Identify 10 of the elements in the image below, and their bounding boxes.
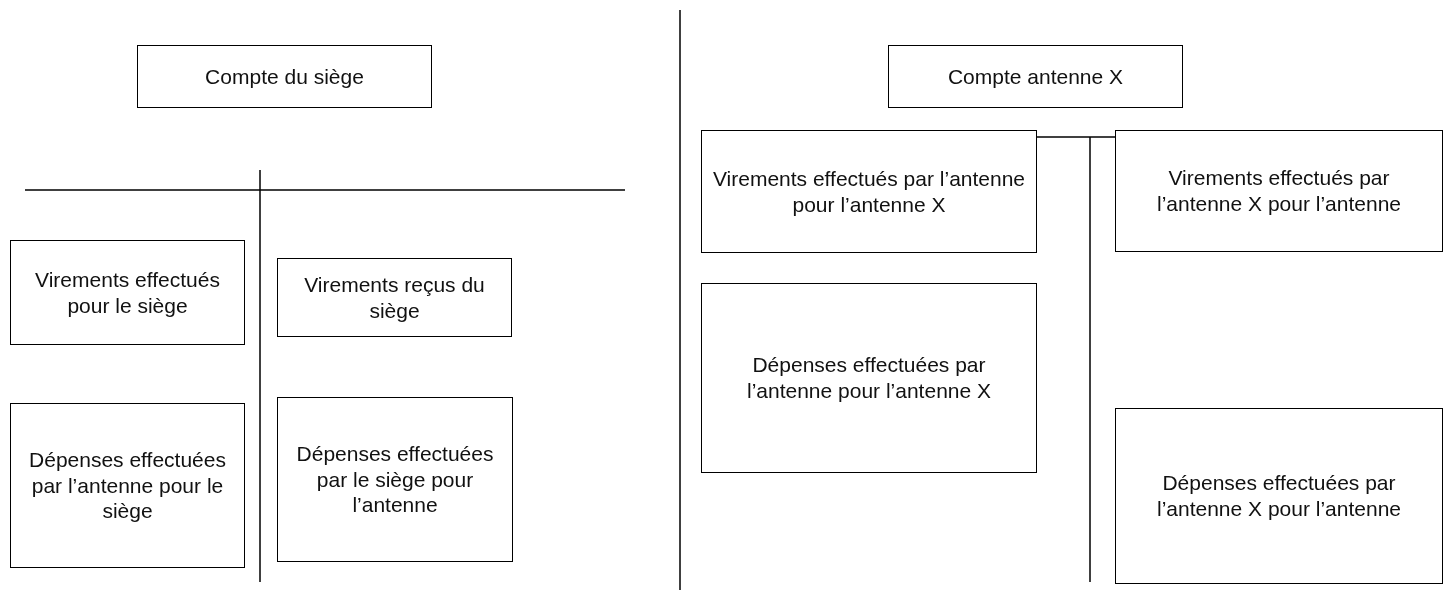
entry-box: Virements effectués par l’antenne X pour l’antenne (1115, 130, 1443, 252)
entry-box: Virements effectués pour le siège (10, 240, 245, 345)
entry-box: Dépenses effectuées par l’antenne X pour l’antenne (1115, 408, 1443, 584)
entry-box: Virements effectués par l’antenne pour l’antenne X (701, 130, 1037, 253)
account-title-box: Compte antenne X (888, 45, 1183, 108)
entry-box: Dépenses effectuées par l’antenne pour le siège (10, 403, 245, 568)
entry-box: Virements reçus du siège (277, 258, 512, 337)
account-title-box: Compte du siège (137, 45, 432, 108)
entry-box: Dépenses effectuées par le siège pour l’antenne (277, 397, 513, 562)
entry-box: Dépenses effectuées par l’antenne pour l’antenne X (701, 283, 1037, 473)
